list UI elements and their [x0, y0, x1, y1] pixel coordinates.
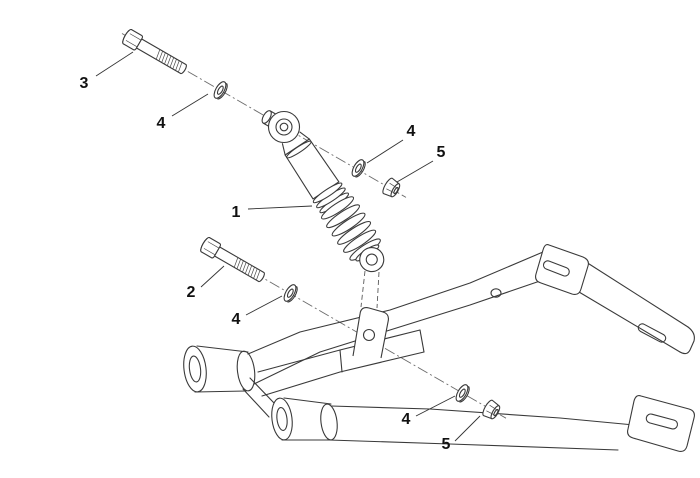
upper-arm-plate	[535, 244, 589, 295]
shock-mount-bracket	[352, 307, 389, 359]
upper-nut-washer	[349, 157, 369, 180]
bracket-hole	[362, 328, 376, 342]
lower-pivot-tube-end	[271, 397, 293, 441]
upper-mount-nut	[380, 176, 403, 200]
callout-3-upper-bolt: 3	[80, 75, 89, 92]
callout-labels: 3 4 1 4 5 2 4 4 5	[80, 75, 451, 453]
lower-mount-bolt	[198, 235, 268, 286]
callout-4-upper-nut-washer: 4	[407, 123, 416, 140]
lower-axle-slot	[645, 413, 679, 430]
upper-bolt-washer	[211, 79, 231, 102]
right-axle-slot	[637, 323, 667, 343]
assembly-centerlines	[121, 33, 507, 419]
callout-1-shock: 1	[232, 204, 241, 221]
callout-4-lower-washer: 4	[232, 311, 241, 328]
coil-spring	[320, 196, 381, 261]
lower-nut-washer	[453, 382, 473, 405]
leader-lines	[95, 51, 481, 442]
arm-hole	[490, 288, 502, 298]
callout-2-lower-bolt: 2	[187, 284, 196, 301]
shock-absorber	[261, 110, 385, 273]
callout-4-lower-nut-washer: 4	[402, 411, 411, 428]
pivot-tube-end	[183, 345, 207, 393]
locator-dashes	[360, 270, 380, 309]
callout-5-lower-nut: 5	[442, 436, 451, 453]
lower-mount-nut	[480, 398, 503, 422]
lower-dropout-plate	[627, 395, 695, 452]
callout-5-upper-nut: 5	[437, 144, 446, 161]
plate-slot	[542, 260, 570, 277]
lower-bolt-washer	[281, 282, 301, 305]
callout-4-upper-washer: 4	[157, 115, 166, 132]
